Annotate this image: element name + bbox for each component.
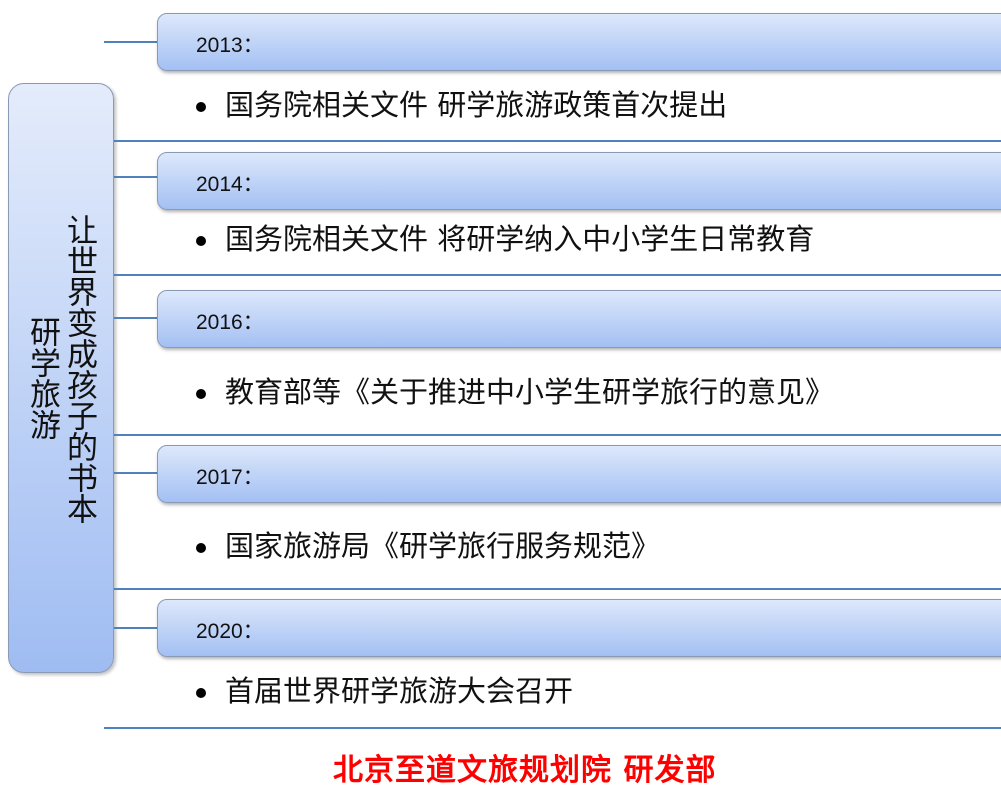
list-item: 国务院相关文件 研学旅游政策首次提出 — [196, 82, 727, 124]
topic-box — [8, 83, 114, 673]
connector-line — [114, 176, 157, 178]
year-box: 2016： — [157, 290, 1001, 348]
year-label: 2014： — [196, 173, 264, 196]
connector-line — [114, 472, 157, 474]
item-text: 首届世界研学旅游大会召开 — [225, 674, 574, 708]
connector-line — [114, 627, 157, 629]
connector-line — [104, 41, 157, 43]
topic-title-line2: 研学旅游 — [24, 316, 60, 440]
year-box: 2014： — [157, 152, 1001, 210]
year-label: 2016： — [196, 311, 264, 334]
bullet-icon — [196, 543, 206, 553]
divider-line — [104, 727, 1001, 729]
connector-line — [114, 317, 157, 319]
item-text: 国家旅游局《研学旅行服务规范》 — [225, 529, 661, 563]
year-label: 2020： — [196, 620, 264, 643]
bullet-icon — [196, 688, 206, 698]
topic-title-line1: 让世界变成孩子的书本 — [61, 214, 97, 524]
divider-line — [114, 434, 1001, 436]
list-item: 国家旅游局《研学旅行服务规范》 — [196, 523, 660, 565]
item-text: 教育部等《关于推进中小学生研学旅行的意见》 — [225, 375, 835, 409]
list-item: 国务院相关文件 将研学纳入中小学生日常教育 — [196, 216, 814, 258]
year-box: 2013： — [157, 13, 1001, 71]
year-label: 2017： — [196, 466, 264, 489]
list-item: 首届世界研学旅游大会召开 — [196, 668, 573, 710]
item-text: 国务院相关文件 将研学纳入中小学生日常教育 — [225, 222, 815, 256]
list-item: 教育部等《关于推进中小学生研学旅行的意见》 — [196, 369, 834, 411]
bullet-icon — [196, 389, 206, 399]
footer-credit: 北京至道文旅规划院 研发部 — [333, 753, 717, 788]
year-label: 2013： — [196, 34, 264, 57]
divider-line — [114, 588, 1001, 590]
item-text: 国务院相关文件 研学旅游政策首次提出 — [225, 88, 728, 122]
year-box: 2017： — [157, 445, 1001, 503]
year-box: 2020： — [157, 599, 1001, 657]
bullet-icon — [196, 236, 206, 246]
divider-line — [114, 140, 1001, 142]
bullet-icon — [196, 102, 206, 112]
divider-line — [114, 274, 1001, 276]
